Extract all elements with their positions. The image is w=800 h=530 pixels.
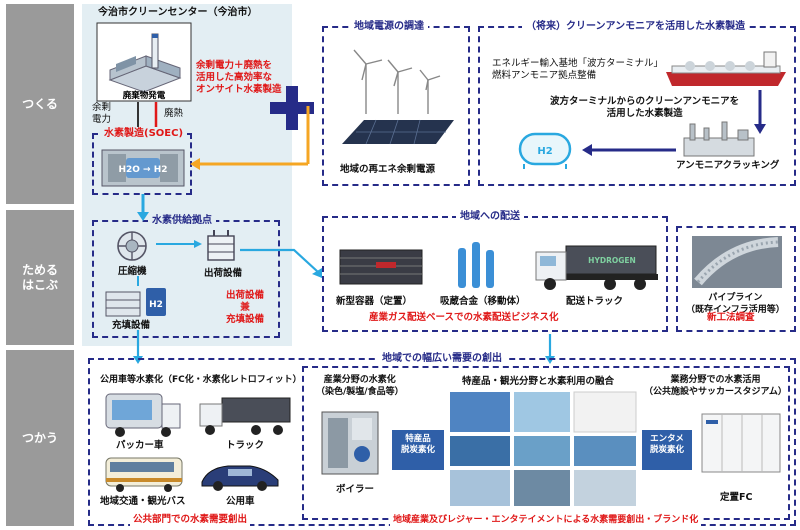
filling-equipment-illustration: H2 (105, 288, 166, 317)
row-label-tsukuru: つくる (6, 4, 74, 204)
soec-h2-glyph: H2O → H2 (118, 165, 167, 175)
soec-to-supply-arrow (137, 194, 149, 221)
renewable-illustration (342, 49, 454, 145)
truck-illustration (199, 397, 291, 435)
power-to-soec-arrows (190, 106, 310, 170)
arrow-left-text: 特産品 脱炭素化 (400, 434, 435, 455)
shipping-filling-red-text: 出荷設備 兼 充填設備 (226, 290, 265, 325)
bus-label: 地域交通・観光バス (100, 496, 186, 507)
lng-ship-illustration (666, 51, 786, 86)
cracking-label: アンモニアクラッキング (676, 160, 780, 171)
waste-power-plant-illustration: 廃棄物発電 (96, 22, 192, 102)
supply-base-title: 水素供給拠点 (148, 214, 216, 227)
packer-label: パッカー車 (116, 440, 164, 451)
pipeline-box (676, 226, 796, 332)
pipeline-illustration (692, 236, 782, 288)
row-label-tsukuru-text: つくる (22, 96, 58, 111)
plus-icon (270, 86, 314, 130)
shipping-equipment-illustration (207, 230, 235, 261)
terminal-text: エネルギー輸入基地「波方ターミナル」 燃料アンモニア拠点整備 (492, 58, 664, 81)
stationary-fc-illustration (701, 413, 781, 473)
fc-label: 定置FC (720, 492, 753, 503)
bus-illustration (105, 457, 183, 492)
tourism-photo-grid (450, 391, 637, 506)
boiler-illustration (321, 411, 379, 475)
local-power-caption: 地域の再エネ余剰電源 (340, 164, 436, 175)
delivery-title: 地域への配送 (456, 210, 524, 223)
pipeline-label: パイプライン （既存インフラ活用等） (686, 293, 785, 315)
ammonia-arrows (582, 90, 766, 156)
row-label-tameru-hakobu: ためる はこぶ (6, 210, 74, 345)
alloy-label: 吸蔵合金（移動体） (440, 296, 526, 307)
truck-demand-label: トラック (226, 440, 265, 451)
public-footer: 公共部門での水素需要創出 (130, 514, 251, 526)
row-label-tsukau: つかう (6, 350, 74, 526)
local-power-title: 地域電源の調達 (350, 20, 428, 33)
cracking-plant-illustration (683, 121, 755, 157)
soec-title: 水素製造(SOEC) (100, 127, 188, 140)
demand-title: 地域での幅広い需要の創出 (378, 352, 506, 365)
row-label-tsukau-text: つかう (21, 430, 58, 445)
truck-sign-text: HYDROGEN (588, 256, 636, 265)
h2-tank-label: H2 (537, 146, 552, 157)
boiler-label: ボイラー (336, 484, 375, 495)
filling-h2-sign: H2 (149, 300, 163, 310)
supply-to-delivery-arrow (240, 248, 322, 278)
row-label-tameru-text: ためる (21, 262, 58, 277)
arrow-left-box: 特産品 脱炭素化 (392, 430, 444, 470)
pipeline-footer: 新工法調査 (704, 312, 758, 324)
supply-flow-arrows (137, 240, 202, 286)
h2-tank-illustration: H2 (518, 132, 572, 169)
truck-label: 配送トラック (566, 296, 624, 307)
shipping-label: 出荷設備 (204, 268, 243, 279)
arrow-right-text: エンタメ 脱炭素化 (649, 434, 684, 455)
soec-unit-illustration: H2O → H2 (101, 149, 185, 187)
waste-power-plant-label: 廃棄物発電 (123, 90, 166, 101)
delivery-truck-illustration: HYDROGEN (535, 245, 658, 290)
ammonia-title: （将来）クリーンアンモニアを活用した水素製造 (522, 20, 750, 33)
business-title: 業務分野での水素活用 （公共施設やサッカースタジアム） (644, 375, 787, 397)
arrow-right-box: エンタメ 脱炭素化 (642, 430, 692, 470)
compressor-label: 圧縮機 (118, 266, 147, 277)
compressor-illustration (117, 231, 147, 261)
ammonia-to-soec-arrow (300, 150, 340, 160)
big-footer: 地域産業及びレジャー・エンタテイメントによる水素需要創出・ブランド化 (390, 514, 702, 526)
filling-label: 充填設備 (112, 320, 151, 331)
waste-heat-label: 廃熱 (164, 108, 184, 119)
from-terminal-text: 波方ターミナルからのクリーンアンモニアを 活用した水素製造 (550, 96, 740, 119)
onsite-production-text: 余剰電力＋廃熱を 活用した高効率な オンサイト水素製造 (196, 60, 282, 95)
public-section-title: 公用車等水素化（FC化・水素化レトロフィット） (100, 375, 302, 385)
container-illustration (339, 249, 423, 285)
hydrogen-alloy-illustration (458, 242, 494, 288)
tourism-title: 特産品・観光分野と水素利用の融合 (462, 376, 615, 387)
industry-title: 産業分野の水素化 （染色/製塩/食品等） (316, 375, 404, 397)
packer-truck-illustration (105, 393, 181, 437)
car-label: 公用車 (226, 496, 255, 507)
clean-center-title: 今治市クリーンセンター（今治市） (98, 7, 258, 18)
surplus-power-label: 余剰 電力 (92, 102, 112, 125)
fcv-car-illustration (201, 465, 279, 491)
row-label-hakobu-text: はこぶ (21, 277, 58, 292)
delivery-footer: 産業ガス配送ベースでの水素配送ビジネス化 (366, 312, 562, 324)
container-label: 新型容器（定置） (336, 296, 413, 307)
